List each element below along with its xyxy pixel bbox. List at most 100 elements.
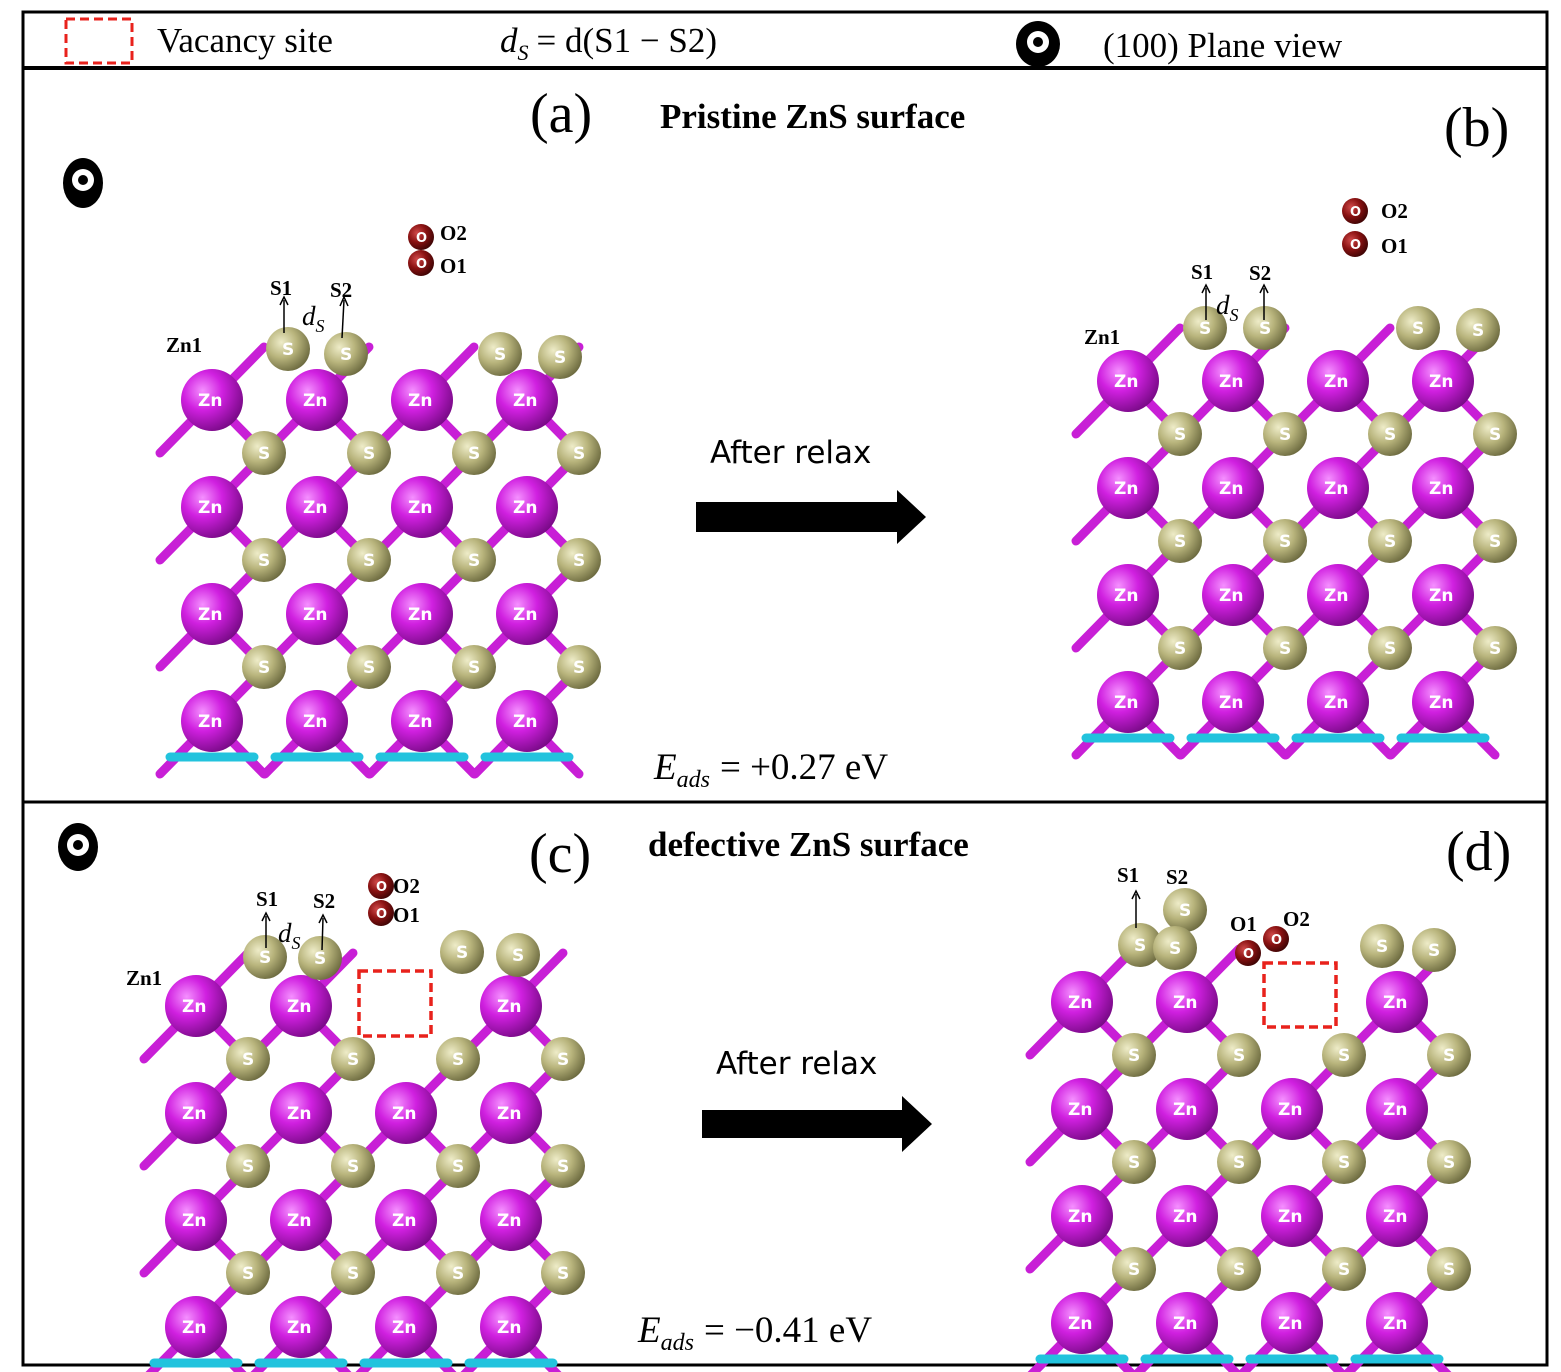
svg-text:S: S [1169, 939, 1181, 959]
panel-label-c: (c) [529, 823, 591, 885]
zn-atom: Zn [1156, 971, 1218, 1033]
s-atom: S [1368, 412, 1412, 456]
svg-text:Zn: Zn [1173, 1207, 1197, 1227]
top-arrow-label: After relax [710, 435, 871, 471]
s-atom: S [1263, 412, 1307, 456]
s-atom: S [242, 645, 286, 689]
s-atom: S [1158, 412, 1202, 456]
ds-label: dS [1216, 290, 1239, 325]
svg-text:Zn: Zn [1114, 586, 1138, 606]
zn-atom: Zn [375, 1189, 437, 1251]
zn-atom: Zn [391, 476, 453, 538]
s-atom: S [226, 1251, 270, 1295]
svg-text:S: S [242, 1264, 254, 1284]
zn-atom: Zn [1051, 1292, 1113, 1354]
out-of-plane-icon [63, 158, 103, 208]
o1-label: O1 [440, 254, 467, 278]
s-atom: S [1427, 1140, 1471, 1184]
svg-text:O: O [1350, 238, 1361, 253]
svg-text:Zn: Zn [287, 997, 311, 1017]
zn-atom: Zn [270, 1082, 332, 1144]
svg-text:S: S [557, 1157, 569, 1177]
svg-text:Zn: Zn [513, 498, 537, 518]
svg-text:S: S [494, 345, 506, 365]
svg-text:Zn: Zn [182, 1318, 206, 1338]
zn-atom: Zn [181, 476, 243, 538]
svg-text:Zn: Zn [182, 997, 206, 1017]
svg-text:S: S [1134, 936, 1146, 956]
svg-text:S: S [573, 551, 585, 571]
zn-atom: Zn [1097, 671, 1159, 733]
s-atom: S [1112, 1140, 1156, 1184]
s-atom: S [1118, 923, 1162, 967]
svg-text:Zn: Zn [1114, 479, 1138, 499]
svg-text:Zn: Zn [497, 1211, 521, 1231]
svg-text:S: S [452, 1264, 464, 1284]
s1-label: S1 [1191, 260, 1213, 284]
svg-text:Zn: Zn [1278, 1207, 1302, 1227]
svg-text:S: S [1376, 937, 1388, 957]
svg-text:S: S [456, 943, 468, 963]
zn1-label: Zn1 [1084, 325, 1120, 349]
svg-text:Zn: Zn [1068, 993, 1092, 1013]
svg-text:S: S [468, 444, 480, 464]
svg-text:O: O [1271, 933, 1282, 948]
svg-text:S: S [1489, 639, 1501, 659]
vacancy-legend-swatch [64, 17, 134, 65]
vacancy-site-marker [357, 969, 433, 1038]
svg-text:O: O [416, 257, 427, 272]
o-atom: O [408, 250, 434, 276]
svg-text:S: S [1338, 1153, 1350, 1173]
s-atom: S [1153, 926, 1197, 970]
zn-atom: Zn [1097, 564, 1159, 626]
svg-text:S: S [340, 345, 352, 365]
svg-text:Zn: Zn [1068, 1207, 1092, 1227]
svg-text:S: S [554, 348, 566, 368]
s-atom: S [1322, 1140, 1366, 1184]
svg-text:O: O [376, 907, 387, 922]
svg-text:S: S [1384, 532, 1396, 552]
panel-label-a: (a) [530, 83, 592, 145]
svg-text:Zn: Zn [198, 391, 222, 411]
o2-label: O2 [1283, 907, 1310, 931]
zn-atom: Zn [375, 1082, 437, 1144]
s-atom: S [1360, 924, 1404, 968]
s-atom: S [347, 431, 391, 475]
o1-label: O1 [1381, 234, 1408, 258]
svg-text:Zn: Zn [303, 605, 327, 625]
s-atom: S [1396, 306, 1440, 350]
svg-text:S: S [1279, 532, 1291, 552]
s-atom: S [1368, 626, 1412, 670]
svg-text:S: S [314, 949, 326, 969]
o-atom: O [1235, 940, 1261, 966]
zn-atom: Zn [270, 975, 332, 1037]
s-atom: S [1368, 519, 1412, 563]
zn-atom: Zn [181, 690, 243, 752]
svg-text:Zn: Zn [392, 1104, 416, 1124]
svg-text:S: S [1279, 639, 1291, 659]
o-atom: O [1342, 198, 1368, 224]
s-atom: S [440, 930, 484, 974]
svg-text:Zn: Zn [1219, 372, 1243, 392]
zn-atom: Zn [165, 1189, 227, 1251]
svg-text:O: O [416, 231, 427, 246]
s-atom: S [436, 1037, 480, 1081]
zn-atom: Zn [391, 369, 453, 431]
svg-text:Zn: Zn [1219, 479, 1243, 499]
s-atom: S [1473, 626, 1517, 670]
zn-atom: Zn [1051, 1078, 1113, 1140]
s-atom: S [1473, 519, 1517, 563]
s-atom: S [1427, 1247, 1471, 1291]
svg-text:S: S [1338, 1260, 1350, 1280]
o2-label: O2 [1381, 199, 1408, 223]
svg-text:Zn: Zn [392, 1318, 416, 1338]
s-atom: S [331, 1144, 375, 1188]
vacancy-site-marker [1262, 961, 1338, 1029]
svg-text:S: S [242, 1157, 254, 1177]
s-atom: S [331, 1037, 375, 1081]
svg-text:S: S [363, 658, 375, 678]
s-atom: S [478, 332, 522, 376]
svg-text:S: S [242, 1050, 254, 1070]
